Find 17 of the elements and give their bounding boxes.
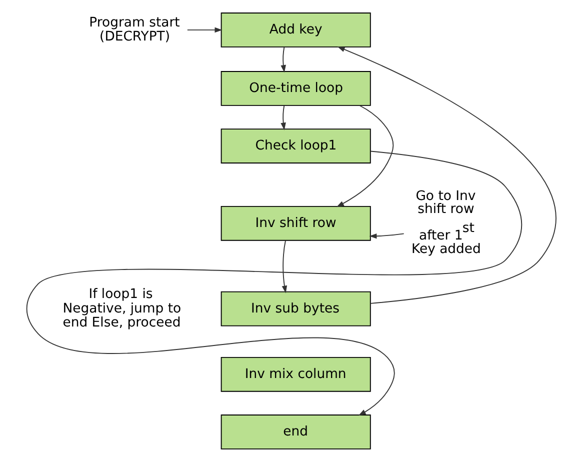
- label: If loop1 is Negative, jump to end Else, proceed: [62, 287, 181, 330]
- node-box: end: [220, 414, 370, 450]
- node-box: Check loop1: [220, 128, 370, 164]
- arrow: [280, 105, 286, 130]
- arrow: [281, 240, 287, 294]
- node-box: Inv shift row: [220, 206, 370, 241]
- arrow: [336, 105, 394, 208]
- node-box: One-time loop: [220, 71, 370, 106]
- arrow: [368, 233, 404, 239]
- arrow: [186, 27, 222, 33]
- node-box: Inv sub bytes: [220, 291, 370, 326]
- node-text: Program start (DECRYPT): [88, 15, 180, 45]
- arrow: [26, 150, 522, 416]
- node-box: Inv mix column: [220, 356, 370, 392]
- arrow: [336, 46, 556, 304]
- arrow: [280, 46, 286, 73]
- node-box: Add key: [220, 12, 370, 48]
